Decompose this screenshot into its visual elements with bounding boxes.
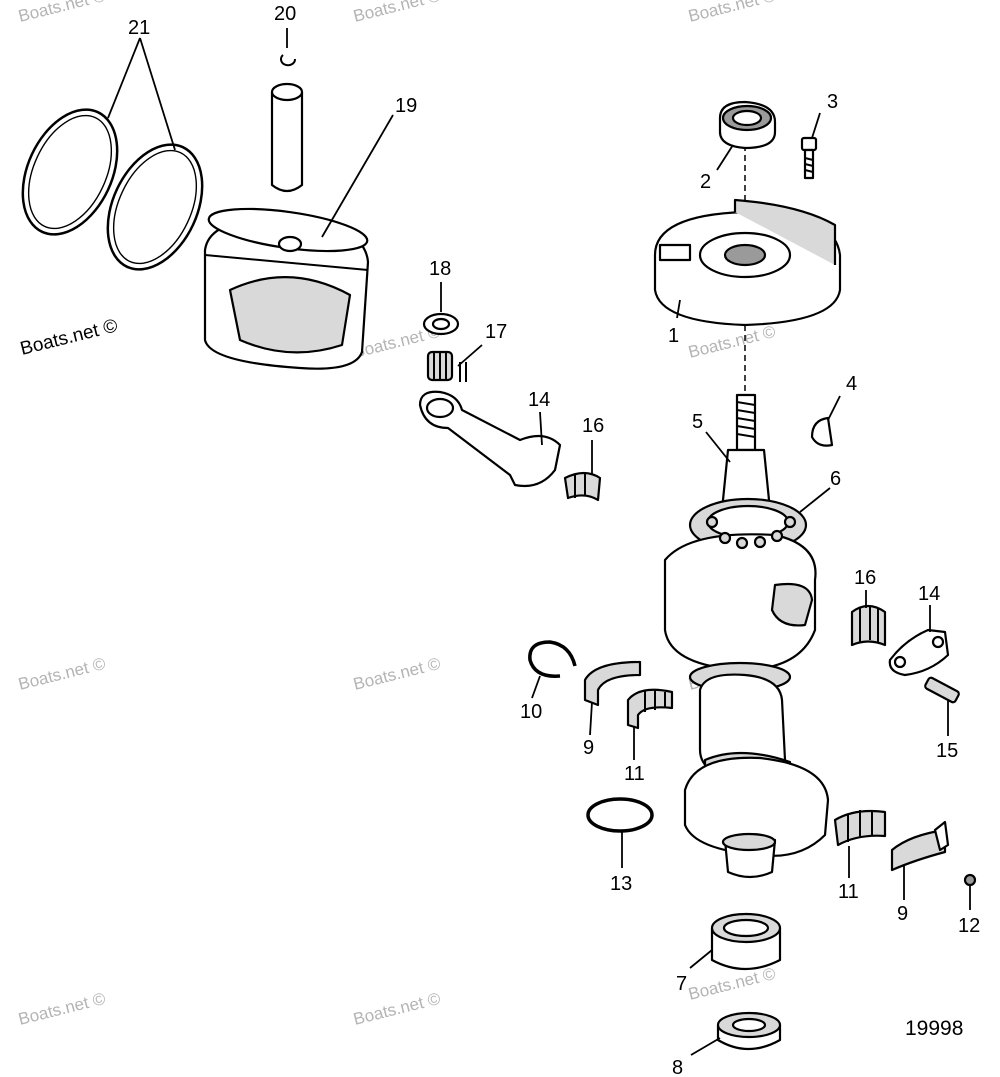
rod-cap-right (888, 628, 950, 677)
watermark: Boats.net © (686, 964, 777, 1004)
figure-number: 19998 (905, 1017, 963, 1040)
callout-11: 11 (838, 881, 859, 903)
callout-18: 18 (429, 258, 451, 280)
needle-cage-right (833, 809, 887, 847)
callout-15: 15 (936, 740, 958, 762)
callout-8: 8 (672, 1057, 683, 1077)
callout-19: 19 (395, 95, 417, 117)
callout-16: 16 (854, 567, 876, 589)
leader-lines (107, 28, 971, 1056)
ball-bearing (705, 515, 797, 550)
callout-10: 10 (520, 701, 542, 723)
needle-bearing-small-end (426, 350, 467, 382)
thrust-washer (422, 312, 460, 336)
piston-assembly (203, 82, 370, 370)
callout-21: 21 (128, 17, 150, 39)
watermark: Boats.net © (16, 989, 107, 1029)
small-screw (963, 873, 977, 887)
rod-cap-screw (924, 676, 960, 704)
watermark: Boats.net © (351, 989, 442, 1029)
piston-rings (21, 108, 204, 271)
watermark-left: Boats.net © (18, 315, 120, 359)
bearing-cage-upper (563, 471, 602, 502)
callout-16: 16 (582, 415, 604, 437)
bearing-race-right (890, 820, 950, 872)
roller-bearing-lower (710, 912, 782, 970)
watermark: Boats.net © (351, 0, 442, 26)
watermark: Boats.net © (351, 654, 442, 694)
callout-20: 20 (274, 3, 296, 25)
callout-11: 11 (624, 763, 645, 785)
callout-labels: 1 2 3 4 5 6 7 8 9 9 10 11 11 12 13 14 14… (128, 3, 980, 1077)
retaining-ring-upper (528, 640, 577, 678)
callout-9: 9 (897, 903, 908, 925)
watermark-layer: Boats.net © Boats.net © Boats.net © Boat… (16, 0, 777, 1029)
callout-4: 4 (846, 373, 857, 395)
watermark: Boats.net © (686, 322, 777, 362)
callout-7: 7 (676, 973, 687, 995)
woodruff-key (810, 416, 834, 447)
watermark: Boats.net © (16, 654, 107, 694)
watermark: Boats.net © (686, 0, 777, 26)
callout-2: 2 (700, 171, 711, 193)
callout-14: 14 (918, 583, 940, 605)
callout-14: 14 (528, 389, 550, 411)
retaining-ring-lower (586, 797, 654, 833)
callout-5: 5 (692, 411, 703, 433)
callout-9: 9 (583, 737, 594, 759)
watermark: Boats.net © (16, 0, 107, 26)
oil-seal-bottom (716, 1011, 782, 1050)
callout-13: 13 (610, 873, 632, 895)
callout-17: 17 (485, 321, 507, 343)
callout-12: 12 (958, 915, 980, 937)
oil-seal-top (718, 100, 777, 150)
screw (800, 136, 818, 180)
bearing-race-left (583, 660, 642, 707)
connecting-rod-upper (418, 390, 562, 488)
callout-1: 1 (668, 325, 679, 347)
crankshaft (663, 393, 830, 879)
needle-cage-left (626, 688, 674, 730)
piston-pin-clip (280, 54, 297, 67)
bearing-cage-right (850, 604, 887, 647)
upper-end-cap (653, 198, 842, 327)
callout-6: 6 (830, 468, 841, 490)
callout-3: 3 (827, 91, 838, 113)
